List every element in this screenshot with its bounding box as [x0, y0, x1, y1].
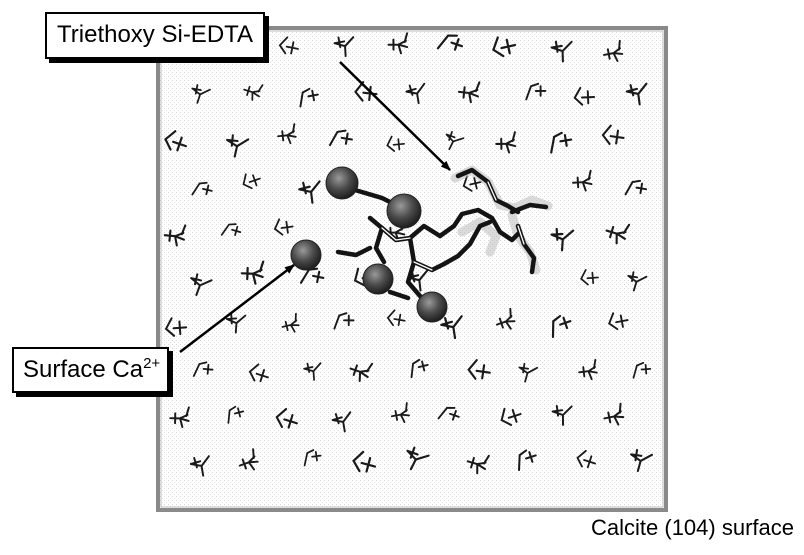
- carbonate-glyph: [462, 175, 482, 192]
- carbonate-glyph: [624, 179, 648, 196]
- carbonate-glyph: [298, 180, 321, 204]
- carbonate-glyph: [550, 40, 573, 63]
- carbonate-glyph: [625, 82, 648, 106]
- carbonate-glyph: [303, 362, 322, 381]
- edta-label: Triethoxy Si-EDTA: [45, 12, 266, 59]
- carbonate-glyph: [386, 309, 406, 327]
- carbonate-glyph: [551, 405, 573, 426]
- carbonate-glyph: [467, 359, 491, 380]
- calcium-atom: [325, 166, 359, 200]
- carbonate-glyph: [605, 223, 631, 245]
- carbonate-glyph: [248, 363, 269, 383]
- carbonate-glyph: [495, 131, 517, 154]
- carbonate-glyph: [405, 82, 426, 105]
- carbonate-glyph: [627, 271, 648, 292]
- carbonate-glyph: [466, 454, 490, 475]
- calcium-atom: [362, 263, 394, 295]
- surface-caption: Calcite (104) surface: [591, 515, 794, 540]
- carbonate-glyph: [390, 402, 410, 423]
- calcium-charge: 2+: [143, 355, 161, 372]
- carbonate-glyph-lattice: [163, 32, 653, 477]
- carbonate-glyph: [299, 87, 319, 108]
- carbonate-glyph: [240, 260, 265, 285]
- carbonate-glyph: [191, 181, 213, 196]
- calcium-label: Surface Ca2+: [12, 347, 170, 393]
- calcium-atoms: [290, 166, 448, 323]
- calcium-atom: [416, 291, 448, 323]
- carbonate-glyph: [551, 314, 572, 339]
- carbonate-glyph: [331, 411, 352, 433]
- carbonate-glyph: [281, 312, 300, 333]
- carbonate-glyph: [386, 135, 405, 152]
- carbonate-glyph: [576, 449, 596, 469]
- carbonate-glyph: [500, 407, 522, 426]
- carbonate-glyph: [603, 39, 624, 62]
- carbonate-glyph: [518, 362, 539, 383]
- carbonate-glyph: [238, 448, 259, 471]
- carbonate-glyph: [495, 307, 516, 330]
- carbonate-glyph: [492, 36, 517, 58]
- carbonate-glyph: [550, 227, 575, 252]
- carbonate-glyph: [603, 402, 625, 426]
- carbonate-glyph: [273, 218, 294, 236]
- carbonate-glyph: [445, 130, 465, 151]
- carbonate-glyph: [573, 86, 596, 106]
- calcium-atom: [386, 193, 422, 229]
- carbonate-glyph: [333, 312, 355, 330]
- carbonate-glyph: [190, 273, 213, 296]
- carbonate-glyph: [192, 361, 214, 377]
- carbonate-glyph: [243, 84, 264, 101]
- carbonate-glyph: [191, 84, 211, 104]
- carbonate-glyph: [277, 123, 297, 145]
- carbonate-glyph: [169, 406, 190, 429]
- carbonate-glyph: [407, 269, 429, 292]
- carbonate-glyph: [632, 361, 652, 379]
- carbonate-glyph: [457, 81, 481, 104]
- edta-pointer-arrow: [339, 61, 451, 171]
- carbonate-glyph: [328, 129, 353, 147]
- carbonate-glyph: [227, 405, 245, 424]
- carbonate-glyph: [352, 450, 377, 473]
- carbonate-glyph: [608, 312, 629, 331]
- carbonate-glyph: [578, 358, 598, 381]
- carbonate-glyph: [437, 406, 460, 421]
- carbonate-glyph: [630, 448, 653, 473]
- carbonate-glyph: [225, 313, 247, 334]
- carbonate-glyph: [525, 82, 547, 101]
- carbonate-glyph: [303, 449, 322, 467]
- carbonate-glyph: [354, 81, 378, 102]
- carbonate-glyph: [440, 315, 463, 340]
- carbonate-glyph: [242, 173, 261, 190]
- carbonate-glyph: [226, 134, 250, 158]
- carbonate-glyph: [406, 446, 430, 471]
- carbonate-glyph: [189, 455, 210, 477]
- carbonate-glyph: [164, 317, 188, 337]
- carbonate-glyph: [436, 34, 464, 51]
- carbonate-glyph: [164, 130, 188, 152]
- calcium-atom: [290, 239, 322, 271]
- carbonate-glyph: [601, 124, 625, 145]
- carbonate-glyph: [517, 449, 537, 472]
- carbonate-glyph: [163, 224, 187, 247]
- carbonate-glyph: [220, 223, 242, 237]
- carbonate-glyph: [410, 358, 429, 379]
- calcium-label-text: Surface Ca: [23, 356, 144, 383]
- carbonate-glyph: [580, 269, 599, 286]
- carbonate-glyph: [550, 131, 573, 154]
- edta-label-text: Triethoxy Si-EDTA: [57, 21, 254, 48]
- calcium-pointer-arrow: [179, 264, 295, 353]
- carbonate-glyph: [275, 407, 298, 429]
- carbonate-glyph: [333, 36, 355, 57]
- carbonate-glyph: [278, 36, 299, 55]
- carbonate-glyph: [387, 32, 409, 55]
- carbonate-glyph: [572, 169, 593, 192]
- carbonate-glyph: [349, 362, 374, 382]
